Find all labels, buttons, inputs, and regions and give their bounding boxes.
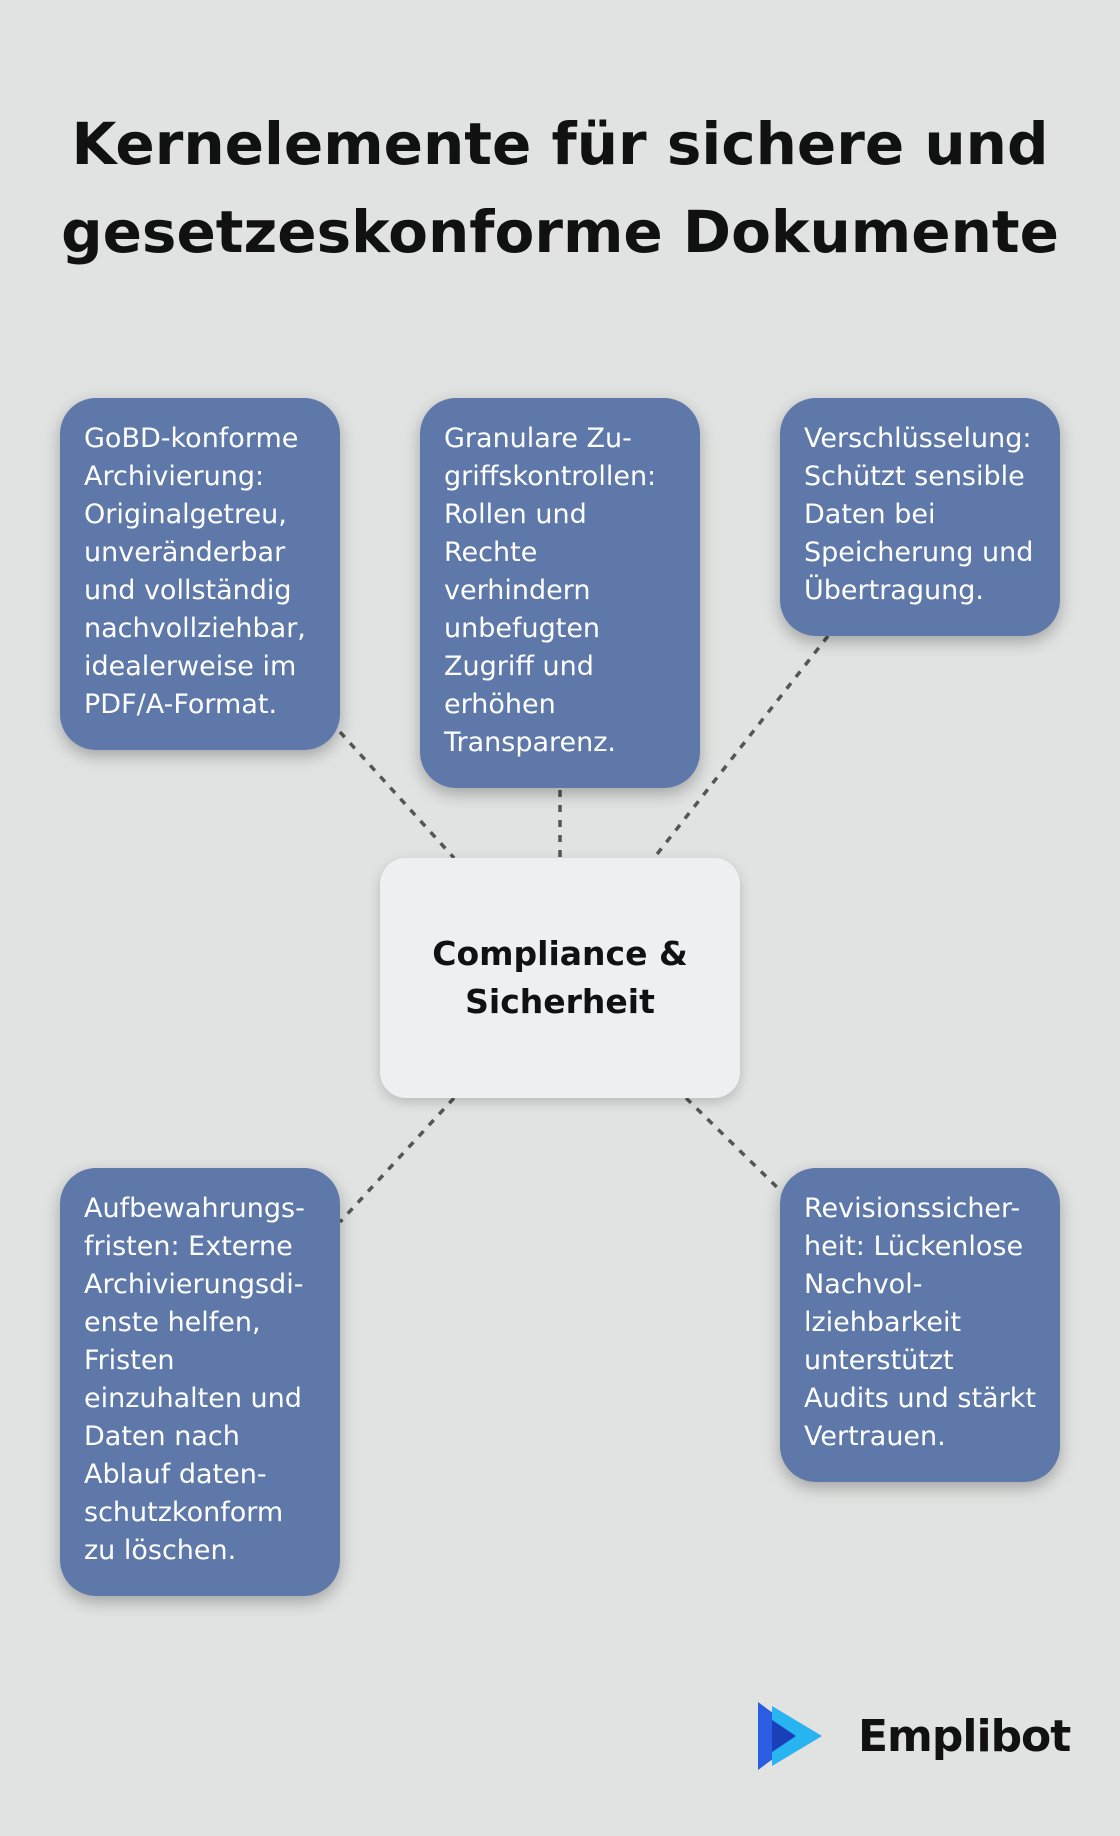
connector-5: [684, 1096, 788, 1198]
center-node: Compliance & Sicherheit: [380, 858, 740, 1098]
brand-logo: Emplibot: [756, 1700, 1071, 1772]
card-aufbewahrungsfristen: Aufbewahrungs- fristen: Externe Archivie…: [60, 1168, 340, 1596]
connector-1: [338, 730, 456, 860]
card-zugriffskontrollen: Granulare Zu- griffskontrollen: Rollen u…: [420, 398, 700, 788]
connector-3: [652, 634, 830, 860]
brand-name: Emplibot: [858, 1710, 1071, 1762]
card-revisionssicherheit: Revisionssicher- heit: Lückenlose Nachvo…: [780, 1168, 1060, 1482]
page-title: Kernelemente für sichere und gesetzeskon…: [61, 110, 1059, 266]
center-label: Compliance & Sicherheit: [432, 934, 688, 1021]
connector-4: [338, 1096, 456, 1224]
emplibot-logo-icon: [758, 1702, 822, 1770]
card-verschluesselung: Verschlüsselung: Schützt sensible Daten …: [780, 398, 1060, 636]
card-gobd-archivierung: GoBD-konforme Archivierung: Originalgetr…: [60, 398, 340, 750]
